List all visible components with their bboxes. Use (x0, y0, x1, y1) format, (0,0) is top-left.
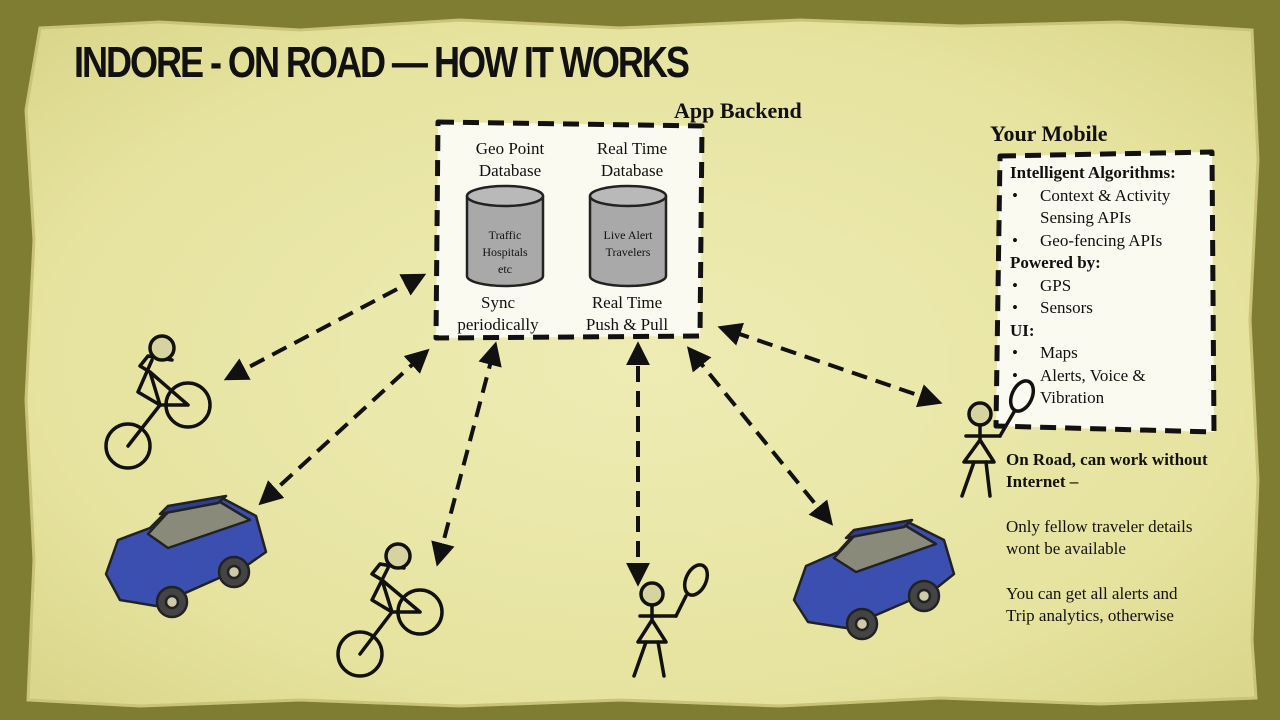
geo-db-label-line2: Database (478, 161, 542, 180)
section-title: Intelligent Algorithms: (1010, 163, 1176, 182)
arrow-car-right (686, 346, 834, 526)
geo-db-item: etc (498, 262, 512, 276)
offline-note-line1: On Road, can work without (1006, 450, 1208, 469)
rt-db-label-line1: Real Time (596, 139, 668, 158)
fellow-note-line1: Only fellow traveler details (1006, 517, 1193, 536)
sync-label-line1: Sync (481, 293, 515, 312)
backend-heading: App Backend (674, 98, 802, 123)
fellow-traveler-note: Only fellow traveler details wont be ava… (1006, 516, 1192, 560)
feature-item: GPS (1010, 275, 1210, 298)
car-icon (104, 494, 268, 619)
cyclist-icon (104, 334, 212, 470)
rt-db-items: Live Alert Travelers (590, 227, 666, 261)
feature-item: Geo-fencing APIs (1010, 230, 1210, 253)
feature-item: Alerts, Voice & (1010, 365, 1210, 388)
alerts-note-line2: Trip analytics, otherwise (1006, 606, 1174, 625)
geo-db-item: Traffic (488, 228, 522, 242)
geo-database-icon (465, 184, 545, 288)
rt-db-item: Travelers (605, 245, 651, 259)
rt-db-label: Real Time Database (576, 138, 688, 182)
realtime-database-icon (588, 184, 668, 288)
slide-title: INDORE - ON ROAD — HOW IT WORKS (74, 38, 690, 87)
offline-note: On Road, can work without Internet – (1006, 449, 1208, 493)
feature-item: Context & Activity (1010, 185, 1210, 208)
sync-label-line2: periodically (457, 315, 539, 334)
arrow-cyclist-bottom (431, 341, 502, 567)
section-title: UI: (1010, 320, 1035, 340)
rt-db-item: Live Alert (603, 228, 653, 242)
arrow-cyclist-top (223, 273, 427, 381)
geo-db-items: Traffic Hospitals etc (467, 227, 543, 278)
alerts-note: You can get all alerts and Trip analytic… (1006, 583, 1178, 627)
mobile-features: Intelligent Algorithms: Context & Activi… (1010, 162, 1210, 410)
offline-note-line2: Internet – (1006, 472, 1079, 491)
cyclist-icon (336, 542, 444, 678)
geo-db-label-line1: Geo Point (475, 139, 545, 158)
arrow-mobile-user (717, 322, 943, 408)
geo-db-label: Geo Point Database (452, 138, 568, 182)
car-icon (792, 518, 956, 641)
feature-item-continued: Vibration (1040, 388, 1105, 407)
pedestrian-with-phone-icon (632, 563, 710, 678)
connection-arrows (223, 273, 943, 587)
alerts-note-line1: You can get all alerts and (1006, 584, 1178, 603)
push-pull-label-line1: Real Time (591, 293, 663, 312)
push-pull-label-line2: Push & Pull (585, 315, 669, 334)
sync-label: Sync periodically (444, 292, 552, 336)
feature-item: Maps (1010, 342, 1210, 365)
push-pull-label: Real Time Push & Pull (572, 292, 682, 336)
arrow-car-left (258, 348, 430, 506)
mobile-heading: Your Mobile (990, 121, 1108, 146)
rt-db-label-line2: Database (600, 161, 664, 180)
geo-db-item: Hospitals (482, 245, 528, 259)
fellow-note-line2: wont be available (1006, 539, 1126, 558)
feature-item-continued: Sensing APIs (1040, 208, 1132, 227)
feature-item: Sensors (1010, 297, 1210, 320)
section-title: Powered by: (1010, 253, 1101, 272)
